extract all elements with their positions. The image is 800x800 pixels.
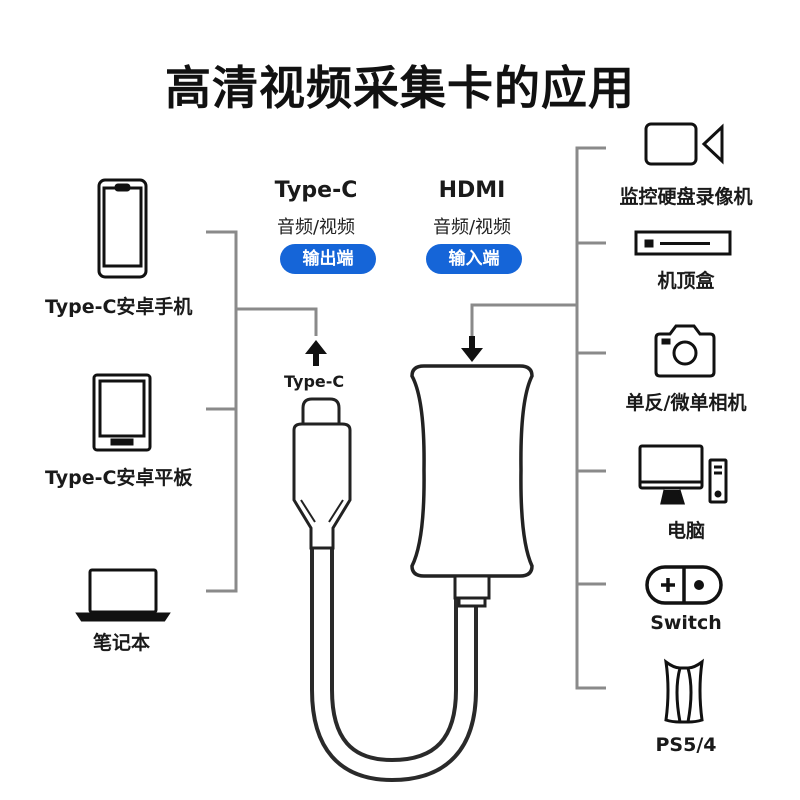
input-port-sub: 音频/视频: [412, 213, 532, 239]
laptop-icon: [78, 570, 168, 620]
input-port-badge: 输入端: [426, 244, 522, 274]
right-device-label-set-top-box: 机顶盒: [604, 266, 768, 293]
cable: [322, 548, 466, 770]
output-port-name: Type-C: [256, 178, 376, 203]
camera-icon: [656, 326, 714, 376]
connector-label: Type-C: [284, 372, 344, 391]
gamepad-icon: [647, 567, 721, 603]
set-top-box-icon: [636, 232, 730, 254]
type-c-plug: [294, 399, 350, 548]
arrow-down-icon: [461, 336, 483, 362]
console-icon: [666, 662, 702, 722]
left-device-label-phone: Type-C安卓手机: [45, 292, 192, 319]
left-device-label-laptop: 笔记本: [93, 628, 150, 655]
arrow-up-icon: [305, 340, 327, 366]
smartphone-icon: [99, 180, 146, 277]
right-device-label-computer: 电脑: [604, 516, 768, 543]
right-device-label-camera: 单反/微单相机: [604, 388, 768, 415]
desktop-computer-icon: [640, 446, 726, 503]
right-device-label-switch: Switch: [604, 612, 768, 634]
right-device-label-ps: PS5/4: [604, 734, 768, 756]
hdmi-adapter: [412, 366, 532, 606]
output-port-badge: 输出端: [280, 244, 376, 274]
left-device-label-tablet: Type-C安卓平板: [45, 463, 192, 490]
right-device-label-nvr: 监控硬盘录像机: [604, 182, 768, 209]
input-port-name: HDMI: [412, 178, 532, 203]
tablet-icon: [94, 375, 150, 450]
camera-recorder-icon: [646, 124, 722, 164]
output-port-sub: 音频/视频: [256, 213, 376, 239]
